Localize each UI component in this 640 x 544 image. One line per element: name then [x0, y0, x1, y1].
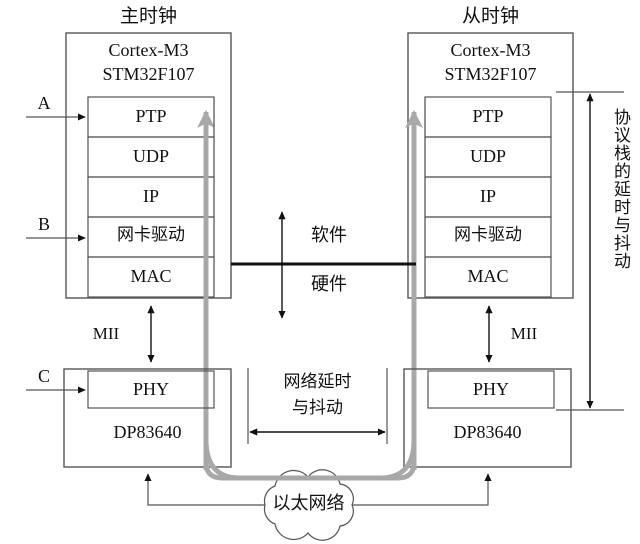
network-delay-label-line1: 网络延时	[283, 372, 352, 392]
slave-layer-label-ip: IP	[479, 186, 496, 206]
tap-point-label-c: C	[37, 366, 50, 386]
slave-layer-label-ptp: PTP	[472, 106, 504, 126]
software-label: 软件	[311, 225, 347, 246]
tap-point-label-b: B	[37, 214, 50, 234]
master-mii-label: MII	[92, 324, 120, 343]
slave-mcu-line2: STM32F107	[444, 64, 537, 84]
master-phy-label: PHY	[132, 379, 169, 399]
cloud-to-slave-link	[352, 473, 492, 506]
tap-point-label-a: A	[37, 93, 51, 113]
master-phy-chip-label: DP83640	[113, 422, 182, 442]
slave-phy-chip-box	[403, 368, 572, 468]
master-layer-label-udp: UDP	[132, 146, 169, 166]
hardware-label: 硬件	[311, 274, 347, 295]
master-mcu-box	[65, 32, 232, 299]
gray-medium-path-visible	[203, 439, 417, 481]
slave-phy-chip-label: DP83640	[453, 422, 522, 442]
slave-phy-label: PHY	[472, 379, 509, 399]
slave-clock-title: 从时钟	[461, 5, 519, 27]
slave-layer-label-nic-driver: 网卡驱动	[454, 225, 522, 245]
slave-layer-label-mac: MAC	[467, 266, 509, 286]
network-delay-label-line2: 与抖动	[292, 398, 343, 418]
master-phy-box	[87, 370, 215, 409]
cloud-to-master-link	[144, 473, 265, 506]
stack-delay-label: 协议栈的延时与抖动	[610, 108, 630, 270]
slave-layer-label-udp: UDP	[469, 146, 506, 166]
master-layer-label-ip: IP	[142, 186, 159, 206]
slave-mcu-box	[407, 32, 574, 299]
slave-phy-box	[427, 370, 555, 409]
master-mcu-line1: Cortex-M3	[108, 40, 189, 60]
master-layer-label-ptp: PTP	[135, 106, 167, 126]
ethernet-cloud-label: 以太网络	[272, 493, 345, 514]
master-clock-title: 主时钟	[119, 5, 177, 27]
master-mcu-line2: STM32F107	[102, 64, 195, 84]
slave-mcu-line1: Cortex-M3	[450, 40, 531, 60]
master-layer-label-mac: MAC	[130, 266, 172, 286]
slave-mii-label: MII	[510, 324, 538, 343]
master-phy-chip-box	[63, 368, 232, 468]
master-layer-label-nic-driver: 网卡驱动	[117, 225, 185, 245]
